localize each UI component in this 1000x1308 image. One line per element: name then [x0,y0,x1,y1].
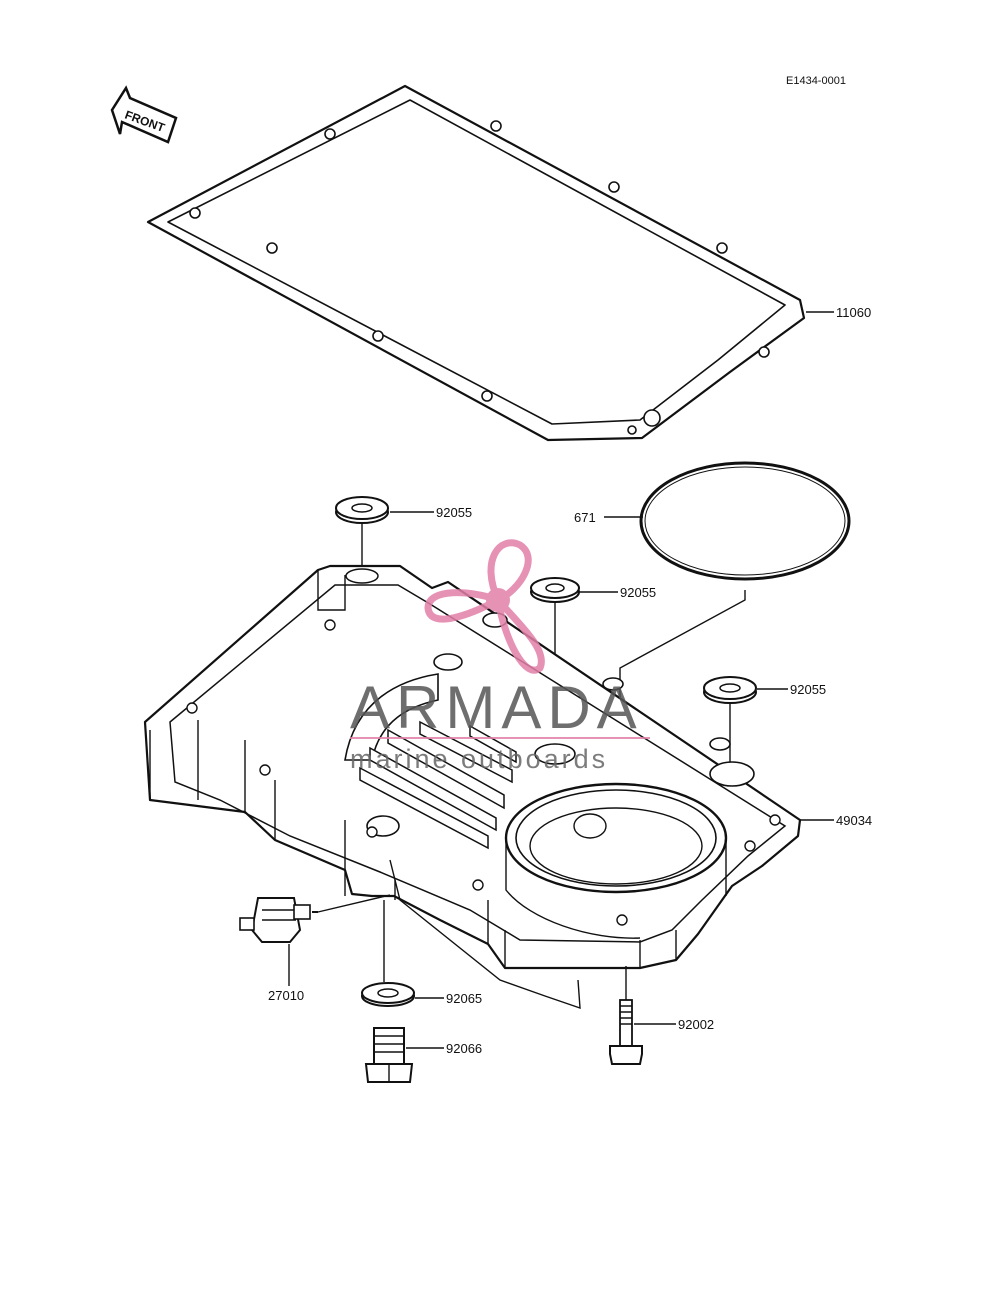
callout-92002: 92002 [678,1017,714,1032]
callout-92055-a: 92055 [436,505,472,520]
oil-pan-gasket [146,84,806,442]
oil-pan [143,564,802,1010]
callout-671: 671 [574,510,596,525]
callout-92055-c: 92055 [790,682,826,697]
washer-92055-a [335,496,389,524]
washer-92055-b [530,577,580,603]
callout-92055-b: 92055 [620,585,656,600]
washer-92055-c [703,676,757,704]
o-ring [639,461,851,581]
oil-pressure-switch [239,897,318,943]
callout-11060: 11060 [836,305,871,320]
watermark-brand: ARMADA [350,674,643,741]
drain-plug [364,1027,414,1083]
drain-washer [361,982,415,1007]
watermark-tagline: marine outboards [350,744,608,774]
callout-27010: 27010 [268,988,304,1003]
callout-92065: 92065 [446,991,482,1006]
callout-92066: 92066 [446,1041,482,1056]
diagram-code: E1434-0001 [786,75,846,87]
front-arrow-icon: FRONT [110,85,178,144]
callout-49034: 49034 [836,813,872,828]
armada-watermark: ARMADA marine outboards [350,539,650,774]
propeller-logo-icon [424,539,545,674]
flange-bolt [609,999,643,1065]
